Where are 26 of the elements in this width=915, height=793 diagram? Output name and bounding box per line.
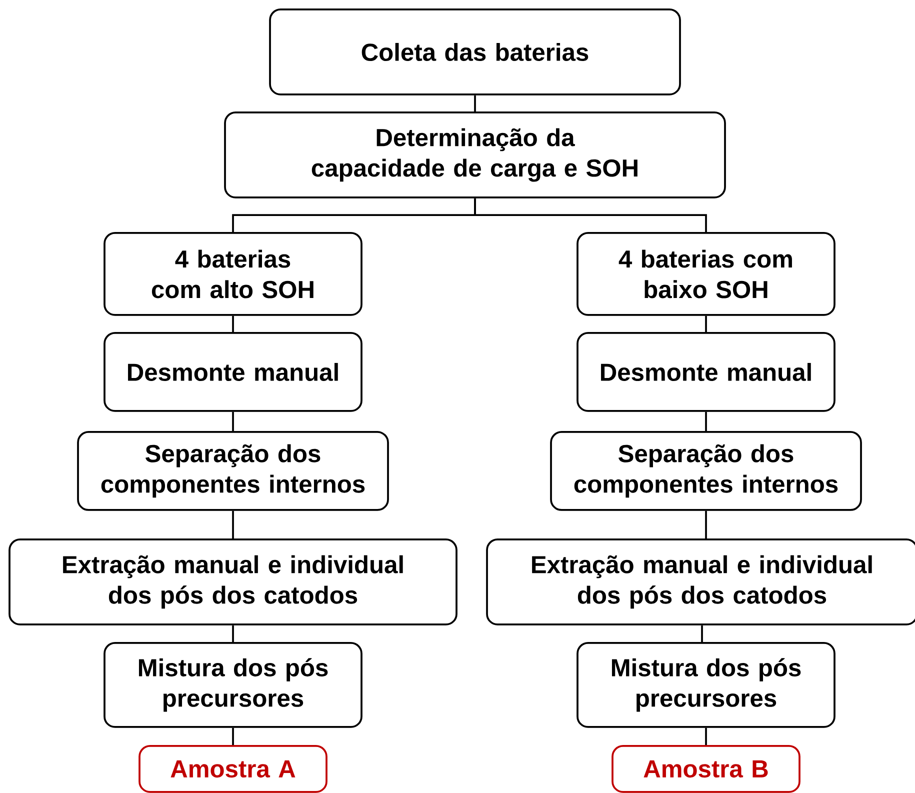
sample-box: Amostra A [138, 745, 328, 793]
connector-line [705, 316, 707, 332]
process-box: Desmonte manual [576, 332, 836, 412]
connector-line [232, 510, 234, 539]
connector-line [232, 316, 234, 332]
process-box: Mistura dos pós precursores [576, 642, 836, 728]
process-box: Coleta das baterias [269, 8, 681, 96]
process-box: Separação dos componentes internos [77, 431, 389, 511]
process-box: Mistura dos pós precursores [104, 642, 362, 728]
connector-line [705, 728, 707, 746]
process-box: Extração manual e individual dos pós dos catodos [486, 538, 915, 626]
process-box: Separação dos componentes internos [550, 431, 862, 511]
connector-line [232, 412, 234, 432]
connector-line [232, 728, 234, 746]
process-box: Extração manual e individual dos pós dos catodos [8, 538, 458, 626]
connector-line [232, 625, 234, 642]
process-box: 4 baterias com alto SOH [104, 232, 362, 316]
connector-line [474, 198, 707, 232]
connector-line [701, 625, 703, 642]
process-box: Determinação da capacidade de carga e SOH [224, 112, 726, 198]
process-box: Desmonte manual [104, 332, 362, 412]
process-box: 4 baterias com baixo SOH [576, 232, 836, 316]
connector-line [705, 510, 707, 539]
connector-line [474, 95, 476, 112]
sample-box: Amostra B [612, 745, 800, 793]
connector-line [705, 412, 707, 432]
